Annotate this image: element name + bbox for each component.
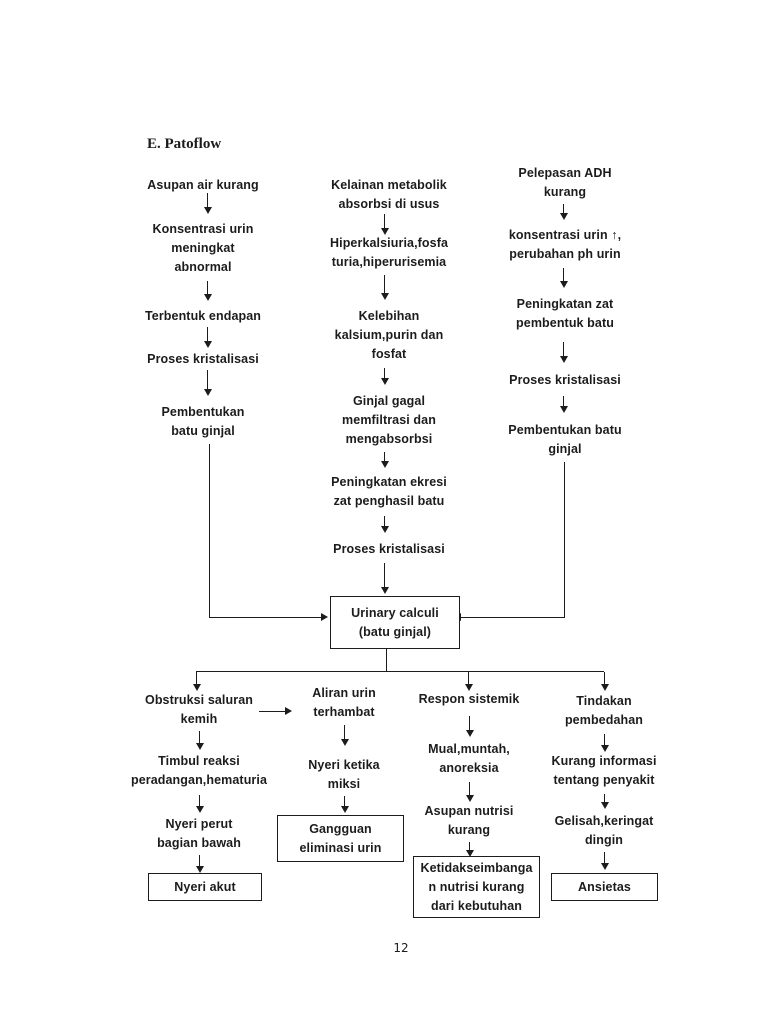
down-arrow [381,368,390,385]
connector-line [386,649,387,672]
box-ansietas: Ansietas [551,873,658,901]
down-arrow [204,281,213,301]
node-timbul-reaksi: Timbul reaksi peradangan,hematuria [130,754,268,787]
down-arrow [381,452,390,468]
down-arrow [466,782,475,802]
section-heading: E. Patoflow [147,136,222,152]
box-gangguan-eliminasi-urin: Gangguan eliminasi urin [277,815,404,862]
node-nyeri-ketika-miksi: Nyeri ketika miksi [308,758,380,791]
down-arrow [196,731,205,750]
down-arrow [601,794,610,809]
node-pelepasan-adh: Pelepasan ADH kurang [518,166,612,199]
node-pembentukan-batu-ginjal-left: Pembentukan batu ginjal [161,405,245,438]
node-hiperkalsiuria: Hiperkalsiuria,fosfa turia,hiperurisemia [329,236,449,269]
down-arrow [601,672,610,691]
down-arrow [381,275,390,300]
node-proses-kristalisasi-1: Proses kristalisasi [147,352,259,366]
node-gelisah-keringat-dingin: Gelisah,keringat dingin [554,814,654,847]
node-mual-muntah: Mual,muntah, anoreksia [428,742,510,775]
node-nyeri-perut: Nyeri perut bagian bawah [157,817,241,850]
down-arrow [204,193,213,214]
down-arrow [601,852,610,870]
down-arrow [196,795,205,813]
down-arrow [465,672,474,691]
node-terbentuk-endapan: Terbentuk endapan [144,309,262,323]
down-arrow [204,327,213,348]
node-kurang-informasi: Kurang informasi tentang penyakit [551,754,657,787]
node-aliran-urin-terhambat: Aliran urin terhambat [312,686,376,719]
node-obstruksi-saluran-kemih: Obstruksi saluran kemih [145,693,253,726]
down-arrow [381,214,390,235]
node-kelainan-metabolik: Kelainan metabolik absorbsi di usus [331,178,447,211]
down-arrow [560,342,569,363]
down-arrow [560,396,569,413]
down-arrow [204,370,213,396]
down-arrow [341,725,350,746]
right-arrow-into-box [209,612,328,621]
box-ketidakseimbangan-nutrisi: Ketidakseimbanga n nutrisi kurang dari k… [413,856,540,918]
down-arrow-into-box [381,563,390,594]
page-number: 12 [393,941,409,955]
node-peningkatan-zat: Peningkatan zat pembentuk batu [516,297,614,330]
down-arrow [466,716,475,737]
node-kelebihan-kalsium: Kelebihan kalsium,purin dan fosfat [334,309,444,361]
node-pembentukan-batu-ginjal-right: Pembentukan batu ginjal [508,423,622,456]
node-proses-kristalisasi-2: Proses kristalisasi [333,542,445,556]
connector-line [564,462,565,618]
down-arrow [560,268,569,288]
down-arrow [466,842,475,857]
right-arrow [259,706,292,715]
distribution-line [196,671,604,672]
node-ginjal-gagal: Ginjal gagal memfiltrasi dan mengabsorbs… [342,394,436,446]
down-arrow [193,672,202,691]
down-arrow [196,855,205,873]
left-arrow-into-box [454,612,564,621]
connector-line [209,444,210,618]
node-tindakan-pembedahan: Tindakan pembedahan [564,694,644,727]
down-arrow [381,516,390,533]
down-arrow [341,796,350,813]
node-asupan-air-kurang: Asupan air kurang [147,178,259,192]
node-konsentrasi-urin-naik: konsentrasi urin ↑, perubahan ph urin [508,228,622,261]
node-asupan-nutrisi-kurang: Asupan nutrisi kurang [424,804,514,837]
box-urinary-calculi: Urinary calculi (batu ginjal) [330,596,460,649]
down-arrow [601,734,610,752]
node-proses-kristalisasi-3: Proses kristalisasi [509,373,621,387]
box-nyeri-akut: Nyeri akut [148,873,262,901]
down-arrow [560,204,569,220]
node-konsentrasi-urin-meningkat: Konsentrasi urin meningkat abnormal [152,222,254,274]
node-peningkatan-ekresi: Peningkatan ekresi zat penghasil batu [331,475,447,508]
node-respon-sistemik: Respon sistemik [418,692,520,706]
